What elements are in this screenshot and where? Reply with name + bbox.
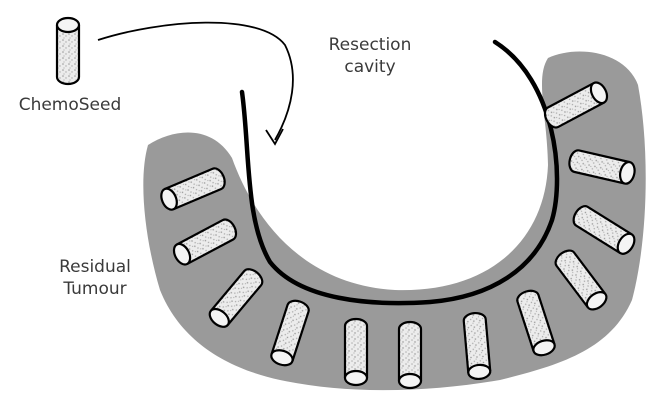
residual-label-line2: Tumour: [40, 278, 150, 300]
resection-label-line2: cavity: [305, 56, 435, 78]
resection-label-line1: Resection: [305, 34, 435, 56]
chemoseed-icon: [57, 18, 79, 84]
residual-label-line1: Residual: [40, 256, 150, 278]
residual-tumour-label: Residual Tumour: [40, 256, 150, 300]
seed-icon: [399, 322, 421, 388]
chemoseed-label: ChemoSeed: [10, 94, 130, 116]
seed-icon: [345, 319, 367, 385]
curved-arrow-icon: [98, 23, 293, 144]
chemoseed-label-text: ChemoSeed: [19, 95, 122, 115]
seed-icon: [463, 312, 491, 380]
resection-cavity-label: Resection cavity: [305, 34, 435, 78]
